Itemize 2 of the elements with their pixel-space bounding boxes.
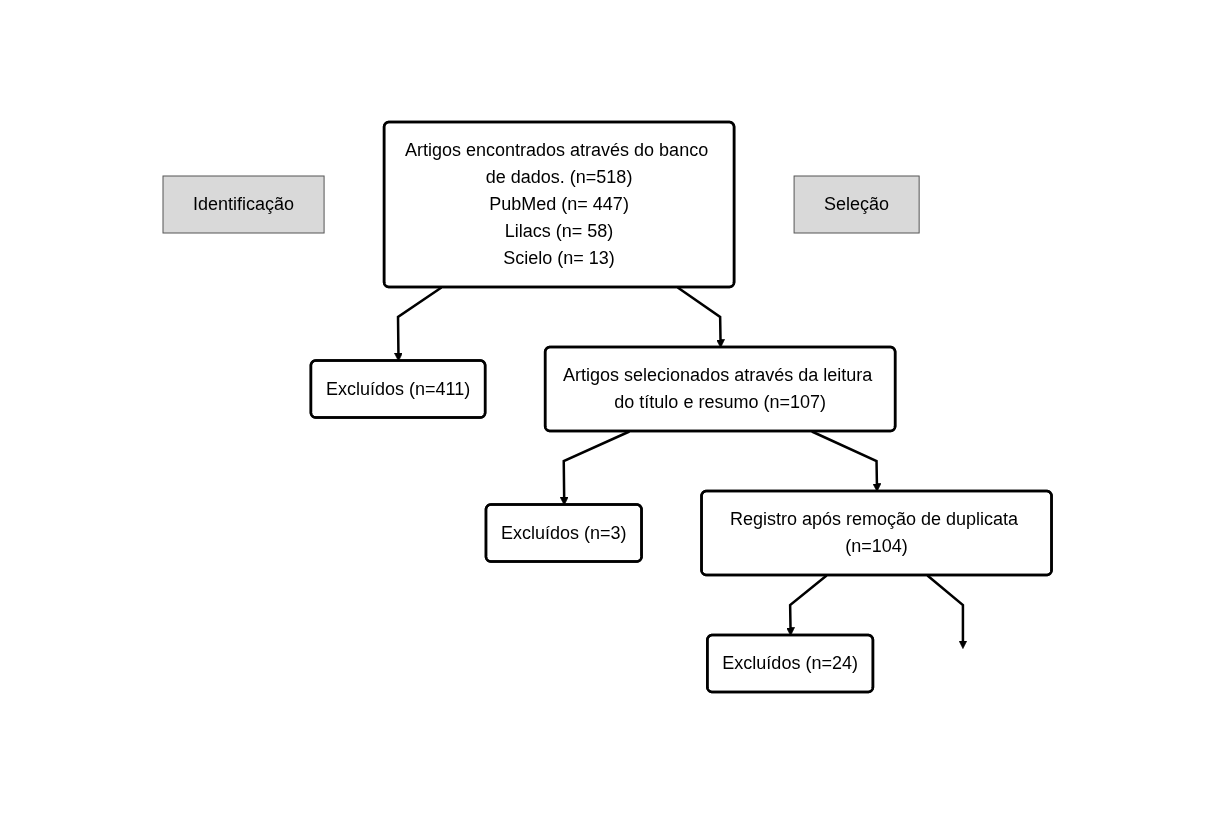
node-box: Seleção	[793, 175, 920, 234]
node-box: Identificação	[162, 175, 325, 234]
